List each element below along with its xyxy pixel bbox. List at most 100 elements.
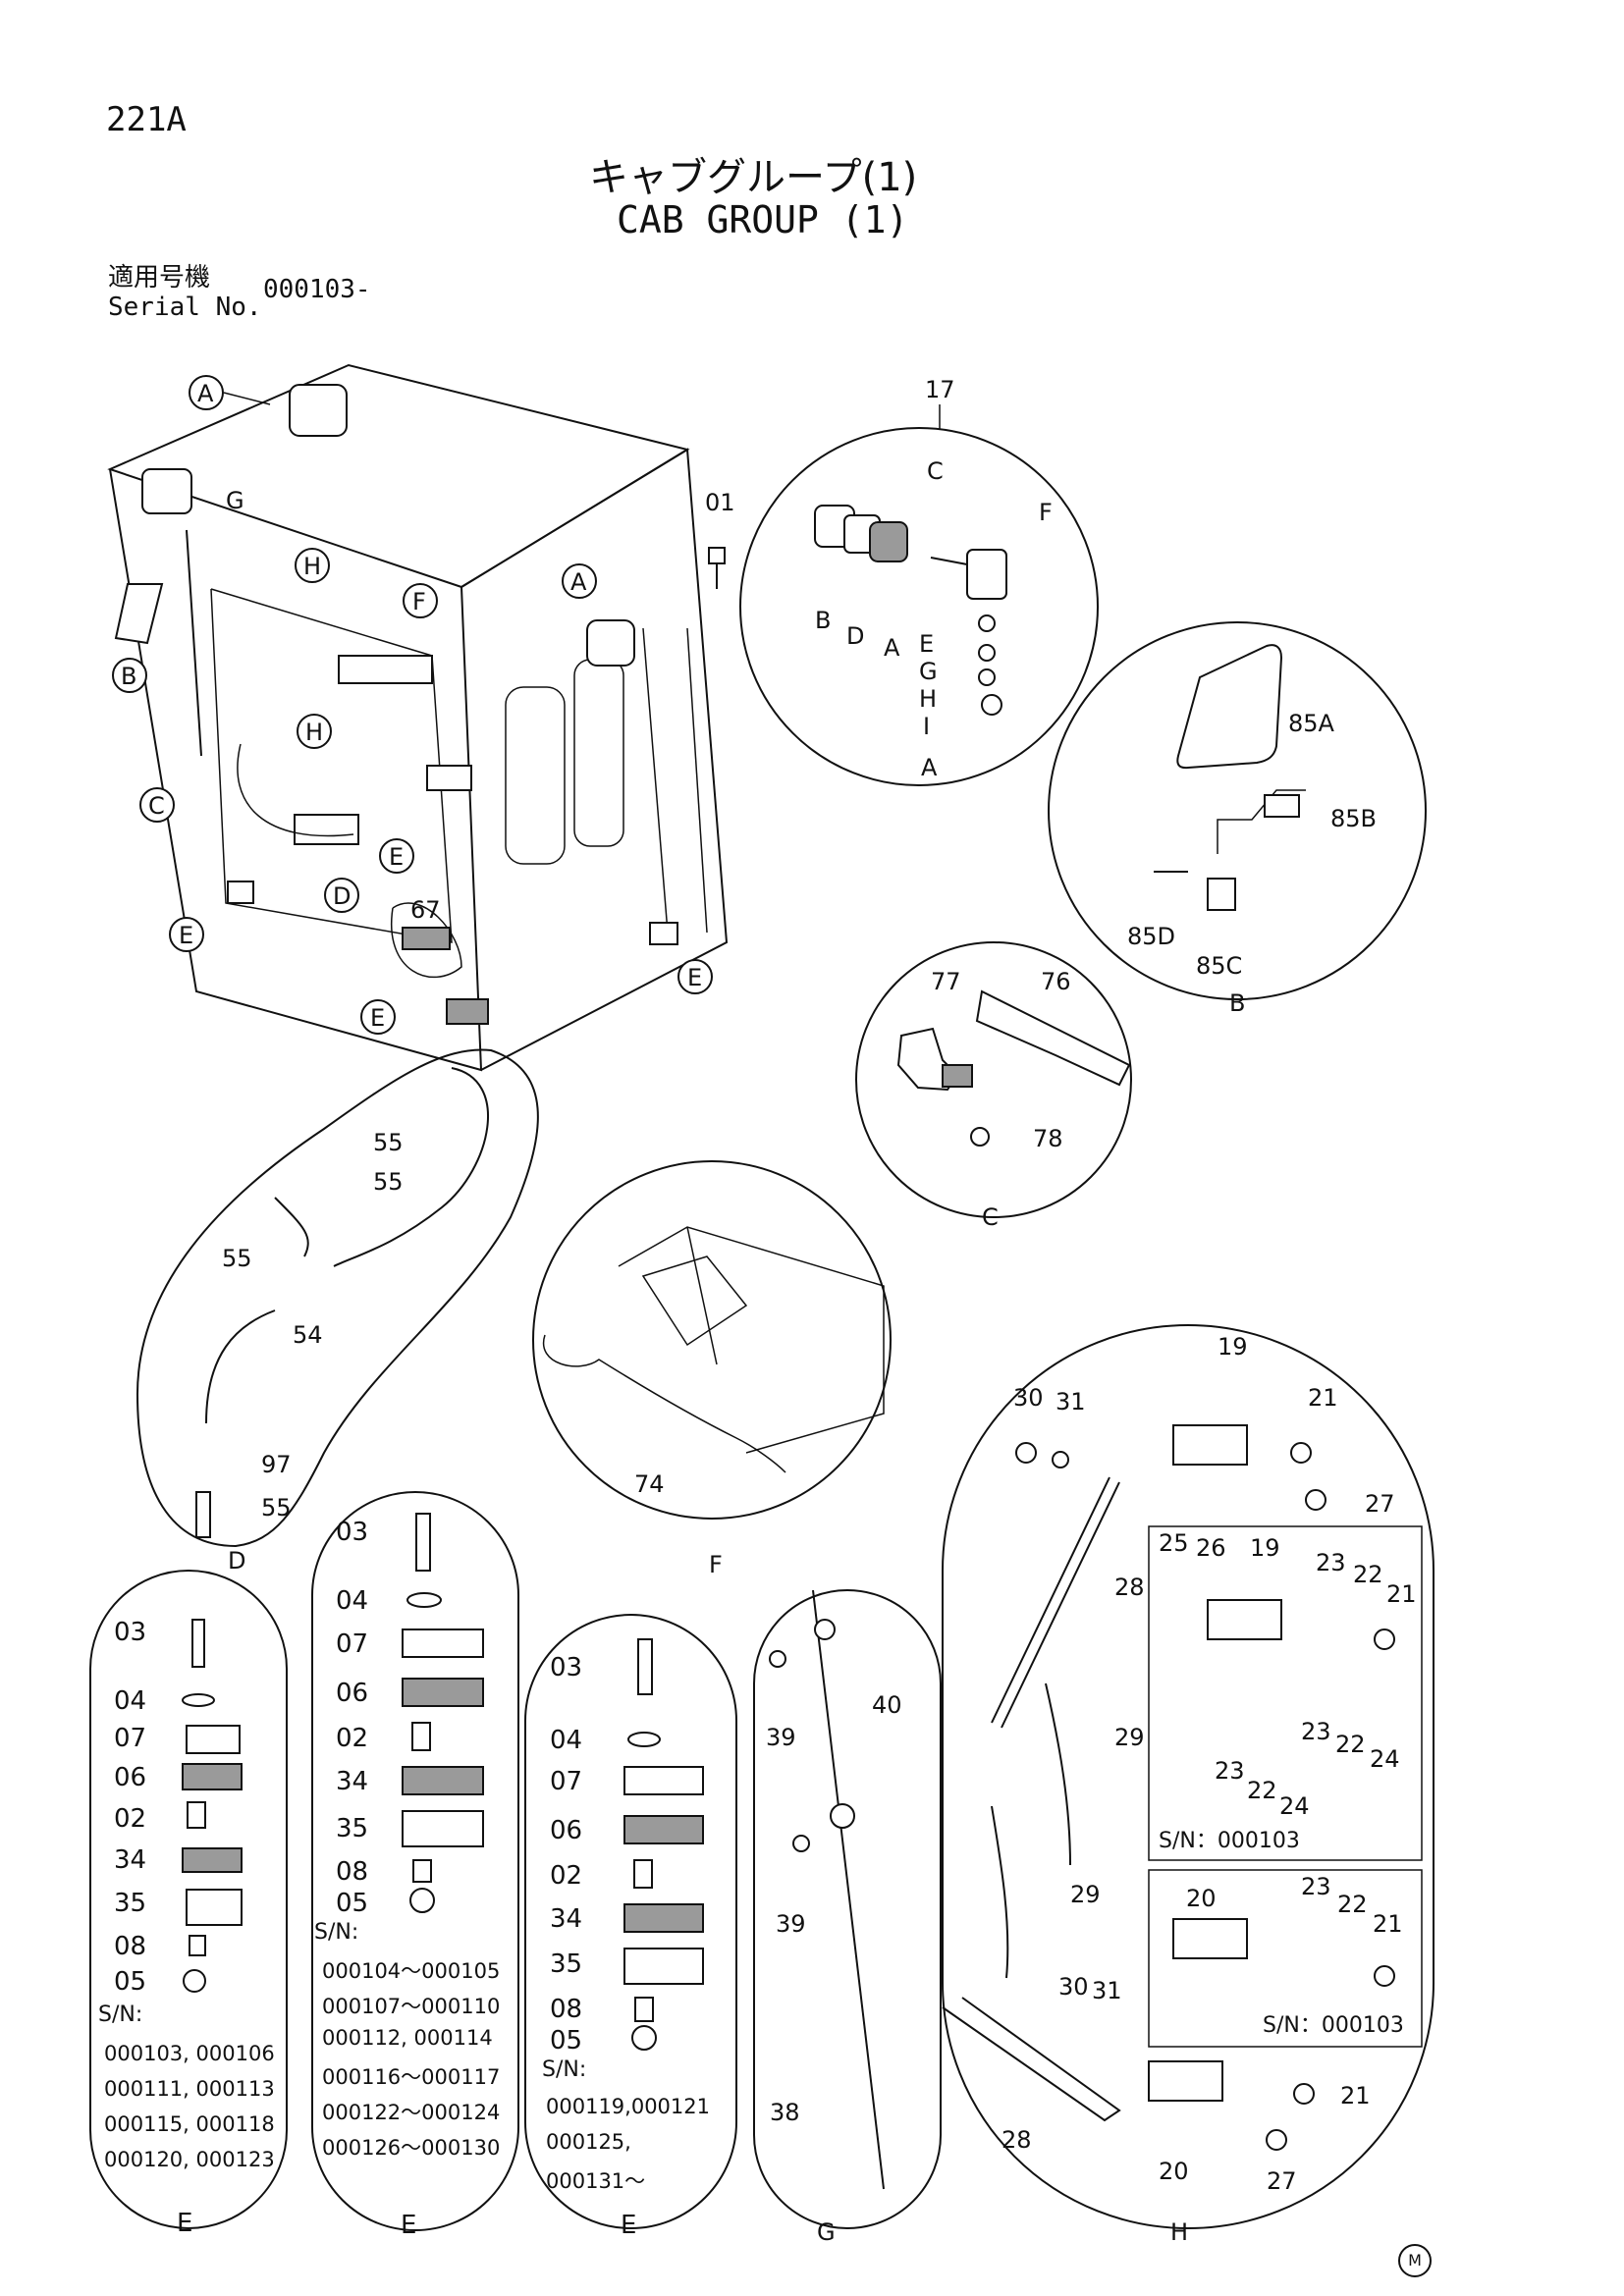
e1-part-06: 06 (114, 1763, 147, 1792)
e2-part-07: 07 (336, 1629, 369, 1659)
detail-a: 17 C F B D A E G H I A (739, 376, 1099, 786)
e1-part-34: 34 (114, 1845, 147, 1875)
detail-a-letter: A (921, 754, 938, 781)
e1-part-35: 35 (114, 1889, 147, 1918)
e1-sn-label: S/N: (98, 2002, 143, 2027)
detail-h-23-a: 23 (1316, 1549, 1346, 1576)
callout-h-1: H (303, 553, 321, 580)
callout-g: G (226, 487, 244, 514)
e3-part-06: 06 (550, 1816, 583, 1845)
detail-b-85d: 85D (1127, 923, 1175, 950)
detail-h-27-b: 27 (1267, 2167, 1297, 2195)
detail-h-24-b: 24 (1279, 1792, 1310, 1820)
e1-sn-line-2: 000111, 000113 (104, 2077, 275, 2101)
serial-label-japanese: 適用号機 (108, 263, 211, 293)
detail-g-letter: G (817, 2218, 836, 2246)
callout-e-4: E (370, 1004, 385, 1032)
detail-c-77: 77 (931, 968, 961, 995)
title-japanese: キャブグループ(1) (589, 155, 918, 200)
detail-h-20-b: 20 (1159, 2158, 1189, 2185)
main-callouts: A A G H B F H C D E E E E 67 01 (112, 375, 735, 1035)
detail-h-31-a: 31 (1056, 1388, 1086, 1415)
detail-f: 74 F (532, 1160, 892, 1578)
e3-part-02: 02 (550, 1861, 583, 1891)
detail-a-h: H (919, 685, 937, 713)
detail-h-30-b: 30 (1058, 1973, 1089, 2001)
e2-part-35: 35 (336, 1814, 369, 1843)
e3-sn-label: S/N: (542, 2057, 587, 2082)
e2-sn-line-3: 000112, 000114 (322, 2026, 493, 2050)
page-number: 221A (106, 100, 187, 139)
detail-b-letter: B (1229, 989, 1245, 1017)
detail-h: 19 30 31 21 27 28 25 26 19 23 22 21 23 2… (942, 1324, 1435, 2246)
e1-part-08: 08 (114, 1932, 147, 1961)
cab-assembly-drawing (107, 363, 729, 1072)
e3-part-04: 04 (550, 1726, 583, 1755)
detail-h-31-b: 31 (1092, 1977, 1122, 2004)
e2-part-34: 34 (336, 1767, 369, 1796)
e3-sn-line-3: 000131〜 (546, 2169, 646, 2193)
callout-e-1: E (389, 843, 404, 871)
detail-c: 77 76 78 C (855, 941, 1132, 1231)
detail-d-55-c: 55 (222, 1245, 252, 1272)
detail-g-40: 40 (872, 1691, 902, 1719)
e3-letter: E (621, 2211, 637, 2240)
detail-a-i: I (923, 713, 930, 740)
detail-f-74: 74 (634, 1470, 665, 1498)
detail-a-a: A (884, 634, 900, 662)
e1-part-04: 04 (114, 1686, 147, 1716)
e2-part-03: 03 (336, 1518, 369, 1547)
e3-part-08: 08 (550, 1995, 583, 2024)
e2-sn-line-4: 000116〜000117 (322, 2065, 501, 2089)
detail-h-28-a: 28 (1114, 1574, 1145, 1601)
detail-e-1 (89, 1570, 288, 2229)
e2-sn-line-2: 000107〜000110 (322, 1995, 501, 2018)
detail-h-21-b: 21 (1386, 1580, 1417, 1608)
detail-d-letter: D (228, 1547, 245, 1575)
detail-h-29-b: 29 (1070, 1881, 1101, 1908)
detail-h-21-c: 21 (1373, 1910, 1403, 1938)
detail-h-26: 26 (1196, 1534, 1226, 1562)
e2-sn-line-6: 000126〜000130 (322, 2136, 501, 2160)
e1-sn-line-1: 000103, 000106 (104, 2042, 275, 2065)
detail-h-27-a: 27 (1365, 1490, 1395, 1518)
e3-sn-line-2: 000125, (546, 2130, 631, 2154)
e3-part-07: 07 (550, 1767, 583, 1796)
e1-part-02: 02 (114, 1804, 147, 1834)
callout-d: D (333, 882, 351, 910)
detail-e-3 (524, 1614, 737, 2229)
detail-h-21-a: 21 (1308, 1384, 1338, 1412)
detail-d-55-b: 55 (373, 1168, 404, 1196)
e2-part-04: 04 (336, 1586, 369, 1616)
e2-part-02: 02 (336, 1724, 369, 1753)
serial-label-english: Serial No. (108, 293, 262, 322)
detail-c-76: 76 (1041, 968, 1071, 995)
callout-01: 01 (705, 489, 735, 516)
detail-h-22-a: 22 (1353, 1561, 1383, 1588)
e2-letter: E (401, 2211, 417, 2240)
detail-g-39-b: 39 (776, 1910, 806, 1938)
detail-a-g: G (919, 658, 938, 685)
detail-h-19-a: 19 (1218, 1333, 1248, 1361)
e3-part-03: 03 (550, 1653, 583, 1682)
detail-h-24-a: 24 (1370, 1745, 1400, 1773)
detail-e-2 (311, 1491, 519, 2231)
detail-c-letter: C (982, 1203, 999, 1231)
manufacturer-logo: M (1398, 2244, 1432, 2277)
detail-b-85c: 85C (1196, 952, 1242, 980)
detail-a-b: B (815, 607, 831, 634)
detail-h-19-b: 19 (1250, 1534, 1280, 1562)
e2-sn-line-1: 000104〜000105 (322, 1959, 501, 1983)
e1-part-07: 07 (114, 1724, 147, 1753)
title-english: CAB GROUP (1) (617, 198, 909, 241)
callout-e-2: E (179, 922, 193, 949)
detail-h-25: 25 (1159, 1529, 1189, 1557)
callout-f: F (412, 588, 426, 615)
detail-h-lower-sn: S/N：000103 (1263, 2013, 1404, 2038)
detail-a-c: C (927, 457, 944, 485)
detail-a-d: D (846, 622, 864, 650)
detail-h-22-c: 22 (1247, 1777, 1277, 1804)
detail-h-30-a: 30 (1013, 1384, 1044, 1412)
detail-a-e: E (919, 630, 934, 658)
